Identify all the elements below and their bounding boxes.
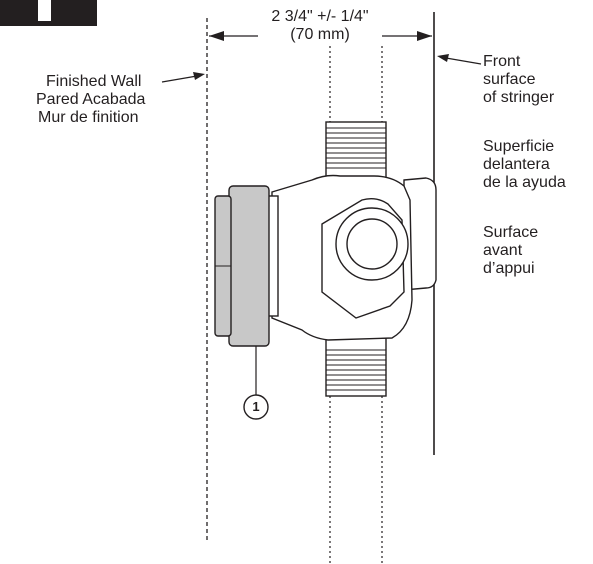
dimension-metric: (70 mm) (290, 26, 350, 43)
front-outlet-bore (346, 218, 398, 270)
front-surface-es-1: Superficie (483, 138, 555, 155)
trim-cap (228, 185, 270, 347)
dimension-arrow (209, 31, 432, 41)
front-surface-fr-3: d’appui (483, 260, 535, 277)
dimension-imperial: 2 3/4" +/- 1/4" (271, 8, 369, 25)
bottom-threaded-outlet (325, 337, 387, 397)
finished-wall-label-es: Pared Acabada (36, 91, 146, 108)
callout-1 (243, 346, 269, 420)
front-surface-en-1: Front (483, 53, 521, 70)
finished-wall-label-fr: Mur de finition (38, 109, 139, 126)
finished-wall-label-en: Finished Wall (46, 73, 142, 90)
mounting-flange (403, 177, 437, 291)
front-surface-es-3: de la ayuda (483, 174, 566, 191)
front-surface-es-2: delantera (483, 156, 550, 173)
front-surface-leader (437, 54, 482, 65)
front-surface-en-3: of stringer (483, 89, 555, 106)
corner-tab-marker (0, 0, 97, 26)
front-surface-fr-2: avant (483, 242, 523, 259)
finished-wall-leader (161, 72, 205, 83)
front-surface-fr-1: Surface (483, 224, 539, 241)
valve-body (214, 121, 437, 397)
dimension-label: 2 3/4" +/- 1/4" (70 mm) (258, 8, 382, 44)
front-surface-en-2: surface (483, 71, 536, 88)
callout-number: 1 (252, 399, 260, 414)
